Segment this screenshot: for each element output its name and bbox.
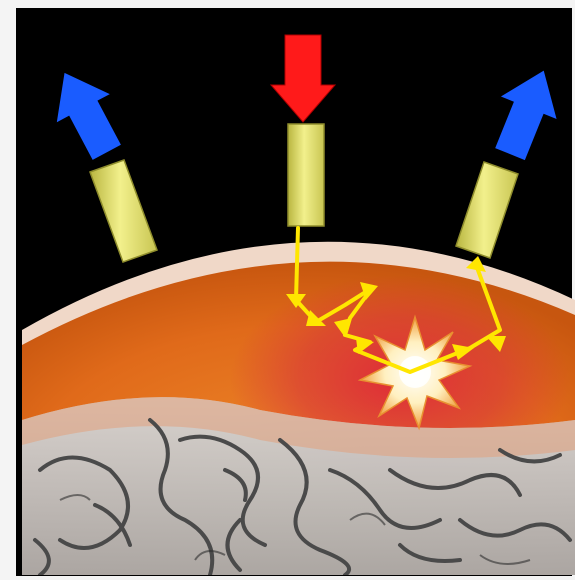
head: [22, 242, 575, 575]
source-probe: [288, 124, 324, 226]
